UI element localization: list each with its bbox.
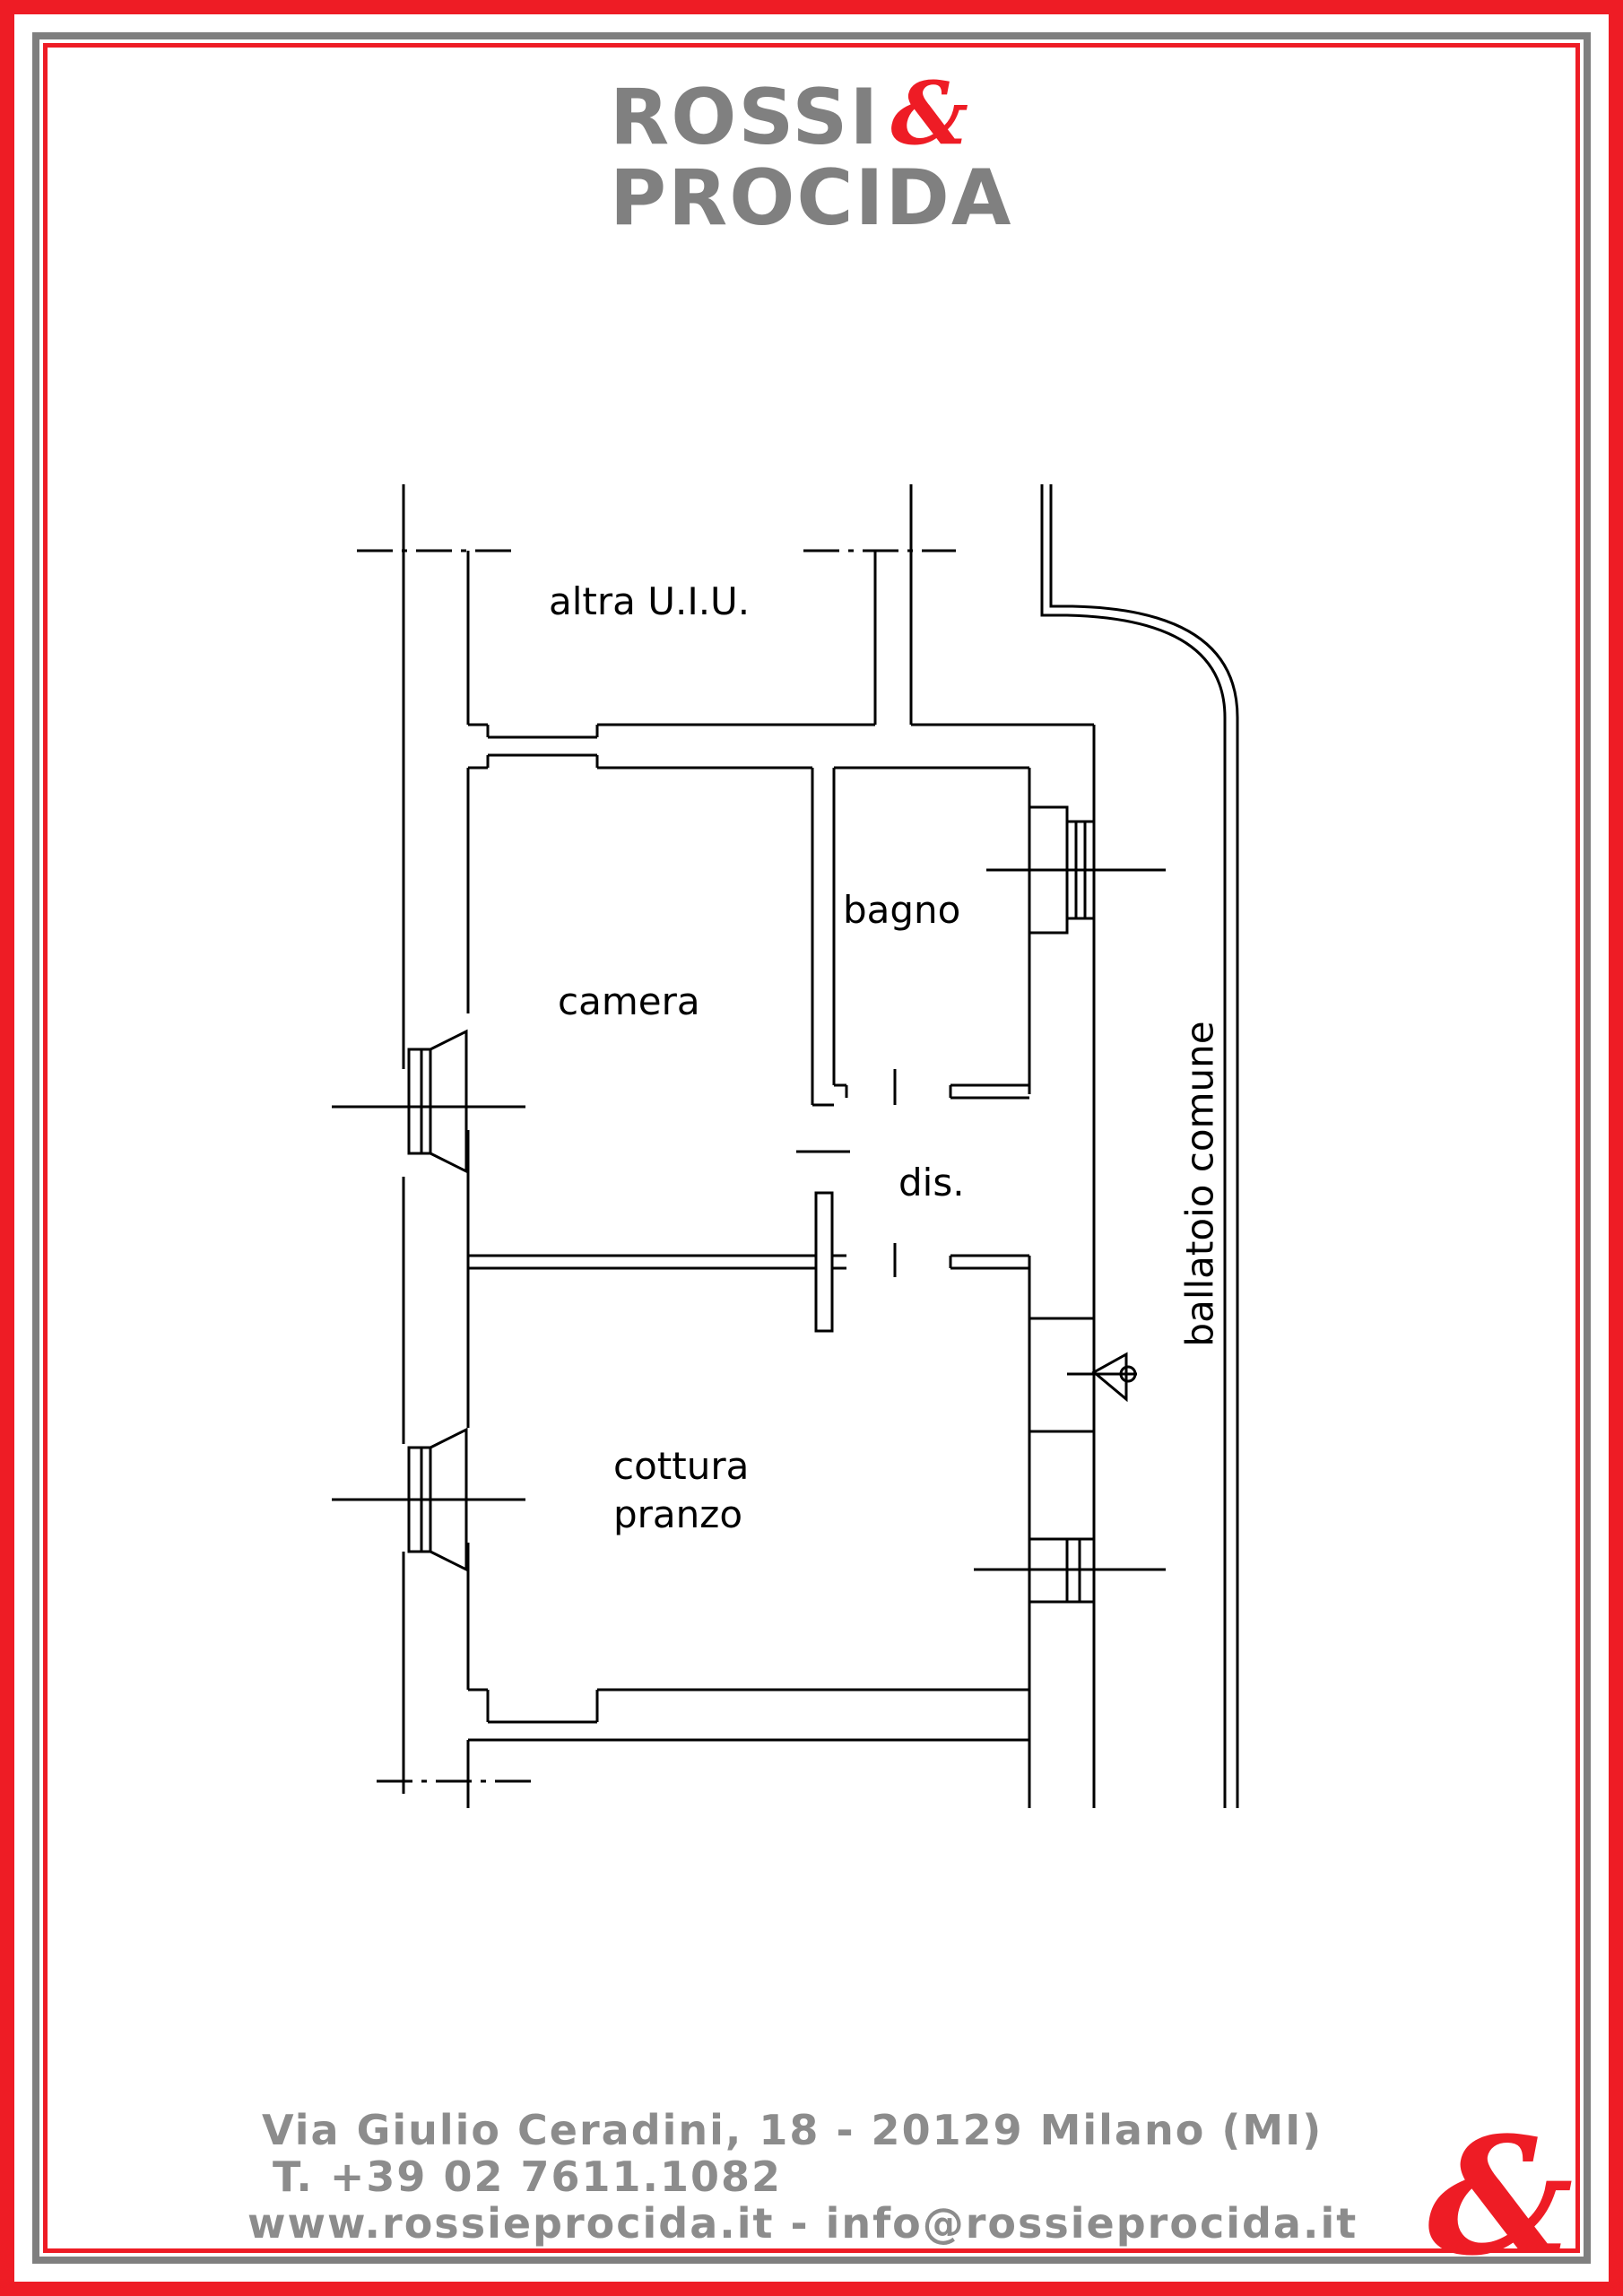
label-ballatoio-comune: ballatoio comune [1177,1021,1222,1347]
inner-red-frame [43,43,1580,2253]
axis-lines [357,549,956,1783]
door-entrance [1028,1317,1137,1539]
window-camera [332,1029,525,1174]
footer-address: Via Giulio Ceradini, 18 - 20129 Milano (… [262,2106,1324,2154]
footer-web[interactable]: www.rossieprocida.it - info@rossieprocid… [247,2199,1358,2248]
label-cottura-pranzo: cottura pranzo [613,1444,750,1536]
logo-ampersand: & [890,63,971,164]
left-exterior-wall [402,484,490,1794]
dividing-wall [468,1191,846,1333]
top-wall [468,484,1094,770]
logo-line1: ROSSI [610,73,881,162]
label-dis: dis. [898,1161,965,1205]
gray-frame [32,32,1591,2264]
bagno-walls [811,768,1029,1107]
door-markers [796,1069,1029,1277]
label-bagno: bagno [843,888,961,932]
window-cottura-right [974,1537,1166,1604]
window-cottura [332,1427,525,1572]
bottom-wall [466,1688,1029,1808]
label-camera: camera [558,979,700,1023]
label-altra-uiu: altra U.I.U. [549,579,751,623]
company-logo: ROSSI& PROCIDA [610,71,1013,243]
logo-line2: PROCIDA [610,153,1013,243]
window-bagno [986,805,1166,935]
footer-phone: T. +39 02 7611.1082 [273,2152,783,2201]
footer-logo-ampersand: & [1428,2102,1574,2292]
ballatoio-edge [1040,484,1239,1808]
